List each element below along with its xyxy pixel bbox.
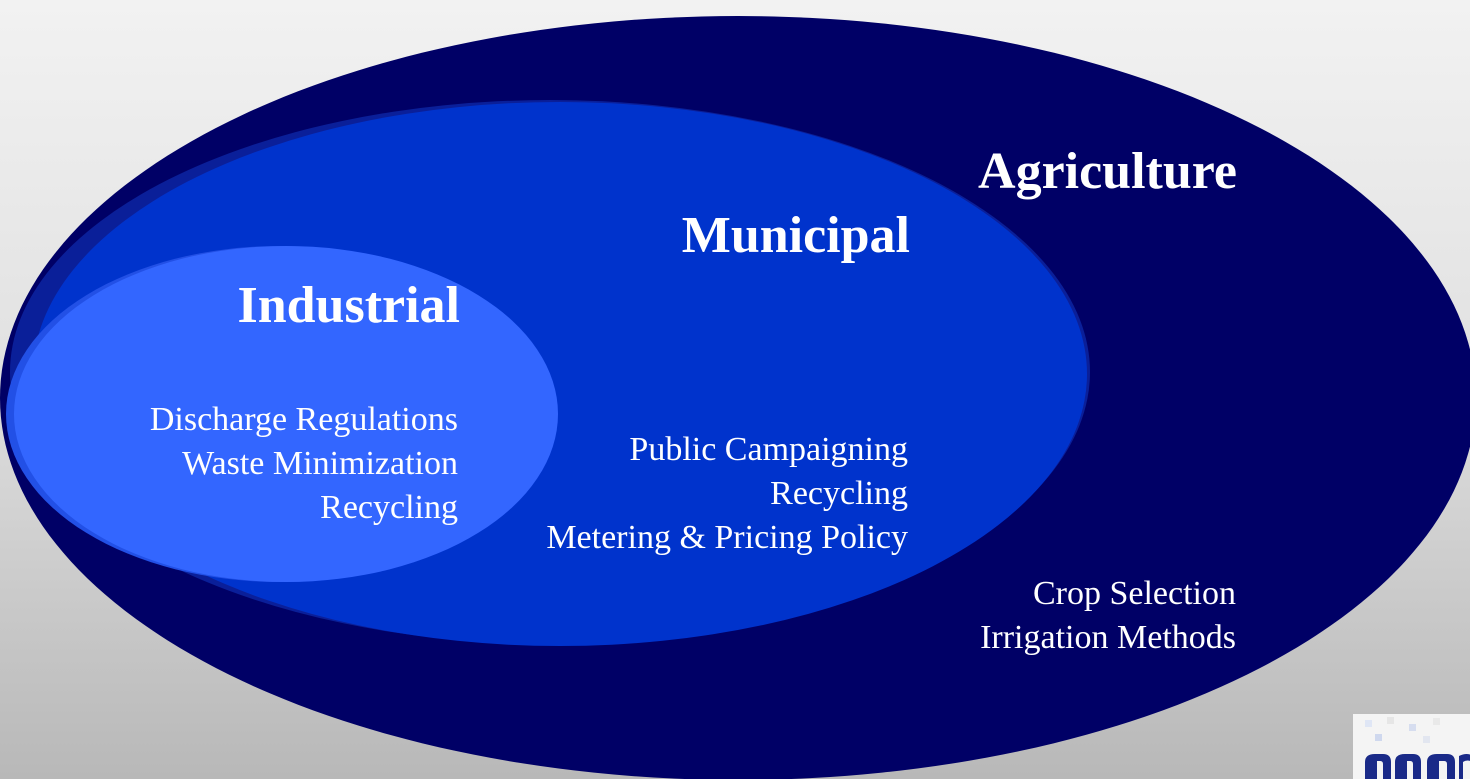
municipal-item: Metering & Pricing Policy xyxy=(546,519,908,556)
agriculture-title: Agriculture xyxy=(978,143,1237,200)
industrial-item: Recycling xyxy=(320,489,458,526)
municipal-item: Public Campaigning xyxy=(629,431,908,468)
industrial-item: Discharge Regulations xyxy=(149,401,458,438)
agriculture-items: Crop Selection Irrigation Methods xyxy=(980,572,1236,660)
industrial-items: Discharge Regulations Waste Minimization… xyxy=(150,398,458,530)
industrial-ellipse xyxy=(14,246,558,582)
industrial-title: Industrial xyxy=(237,277,460,334)
municipal-item: Recycling xyxy=(770,475,908,512)
agriculture-item: Crop Selection xyxy=(1032,575,1236,612)
partial-logo-icon xyxy=(1353,714,1470,779)
logo-mark-icon xyxy=(1365,754,1470,779)
industrial-item: Waste Minimization xyxy=(182,445,458,482)
municipal-items: Public Campaigning Recycling Metering & … xyxy=(546,428,908,560)
municipal-title: Municipal xyxy=(681,207,910,264)
agriculture-item: Irrigation Methods xyxy=(980,619,1236,656)
